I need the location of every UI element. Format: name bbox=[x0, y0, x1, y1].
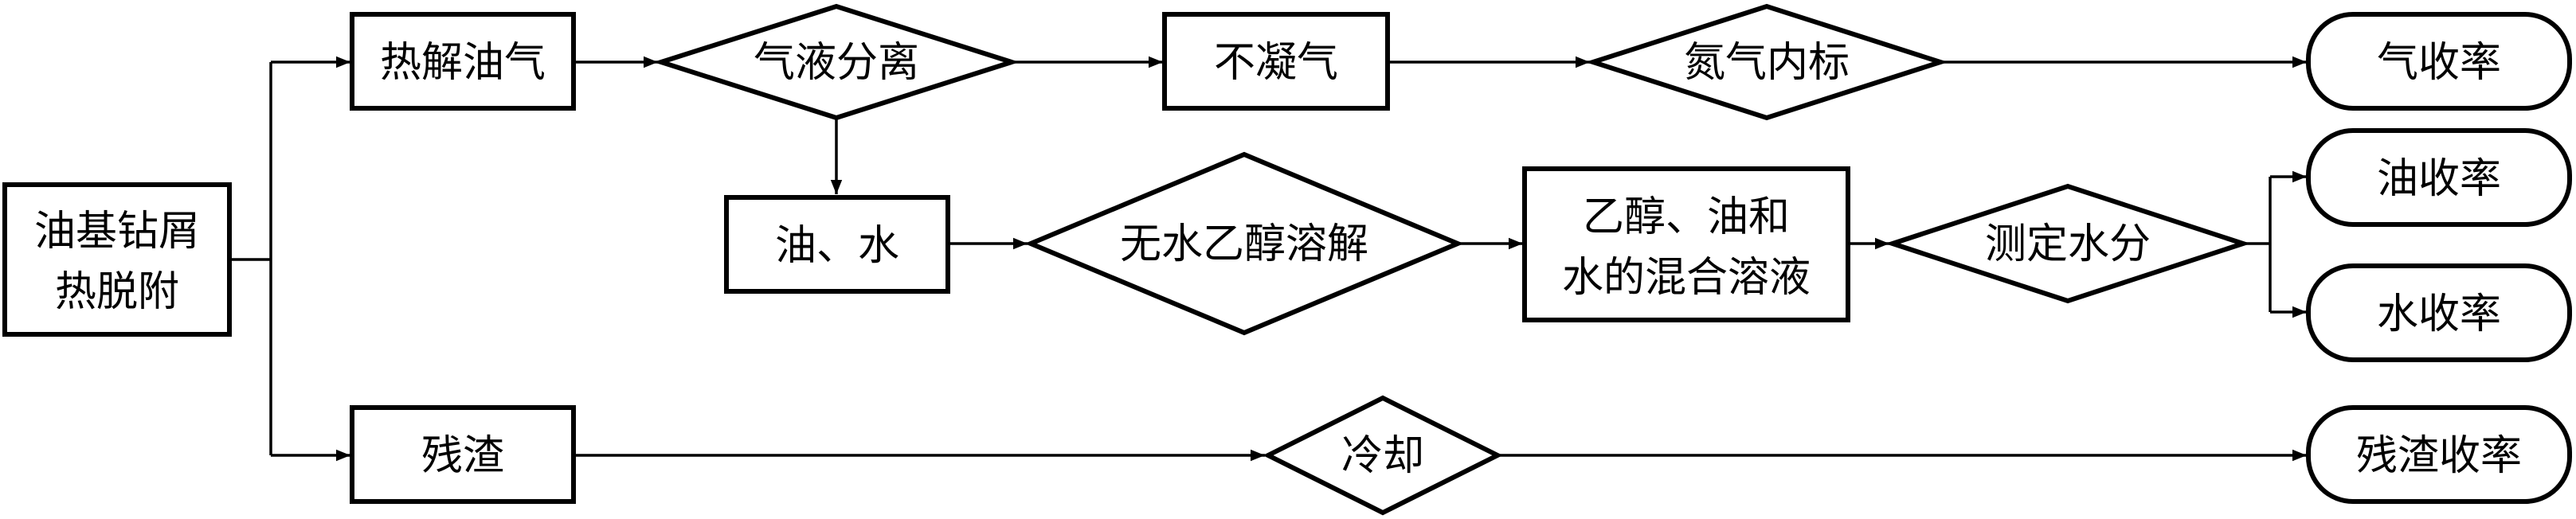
node-residue-yield: 残渣收率 bbox=[2306, 405, 2572, 504]
start-label-line2: 热脱附 bbox=[55, 268, 179, 316]
node-noncondensable-gas: 不凝气 bbox=[1162, 12, 1390, 111]
node-ethanol-dissolve: 无水乙醇溶解 bbox=[1024, 151, 1464, 336]
node-start: 油基钻屑 热脱附 bbox=[2, 182, 232, 337]
node-gas-yield: 气收率 bbox=[2306, 12, 2572, 111]
node-gas-liquid-separation: 气液分离 bbox=[653, 3, 1020, 121]
pyrolysis-gas-label: 热解油气 bbox=[380, 39, 546, 87]
oil-water-label: 油、水 bbox=[775, 222, 899, 270]
node-nitrogen-standard: 氮气内标 bbox=[1585, 3, 1948, 121]
node-water-yield: 水收率 bbox=[2306, 263, 2572, 362]
residue-label: 残渣 bbox=[421, 432, 504, 480]
gas-yield-label: 气收率 bbox=[2377, 39, 2501, 87]
node-residue: 残渣 bbox=[350, 405, 576, 504]
cooling-label: 冷却 bbox=[1341, 432, 1424, 480]
start-label-line1: 油基钻屑 bbox=[34, 208, 200, 256]
residue-yield-label: 残渣收率 bbox=[2356, 432, 2522, 480]
connectors bbox=[229, 56, 2307, 462]
node-oil-yield: 油收率 bbox=[2306, 128, 2572, 227]
oil-yield-label: 油收率 bbox=[2377, 155, 2501, 203]
node-mixture-solution: 乙醇、油和 水的混合溶液 bbox=[1522, 166, 1850, 322]
node-cooling: 冷却 bbox=[1263, 395, 1503, 516]
gas-liquid-sep-label: 气液分离 bbox=[754, 39, 919, 87]
water-yield-label: 水收率 bbox=[2377, 291, 2501, 338]
node-measure-water: 测定水分 bbox=[1885, 183, 2251, 304]
ethanol-dissolve-label: 无水乙醇溶解 bbox=[1120, 220, 1368, 268]
mixture-label-line1: 乙醇、油和 bbox=[1583, 193, 1790, 241]
noncondensable-label: 不凝气 bbox=[1214, 39, 1338, 87]
nitrogen-standard-label: 氮气内标 bbox=[1684, 39, 1850, 87]
node-oil-water: 油、水 bbox=[724, 195, 950, 294]
node-pyrolysis-gas: 热解油气 bbox=[350, 12, 576, 111]
mixture-label-line2: 水的混合溶液 bbox=[1562, 254, 1811, 302]
measure-water-label: 测定水分 bbox=[1985, 220, 2151, 268]
